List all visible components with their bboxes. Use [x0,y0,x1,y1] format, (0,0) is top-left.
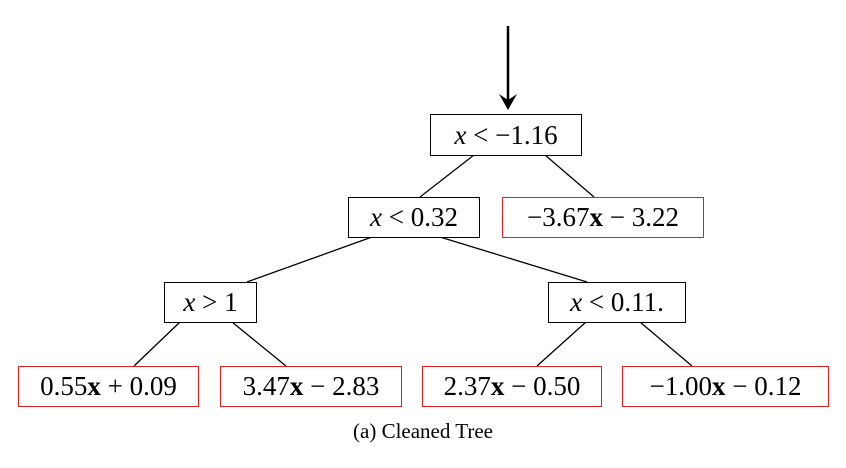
edge-n-lr-to-leaf-4 [639,321,693,367]
edge-n-left-to-n-ll [246,236,373,283]
node-label: −3.67x − 3.22 [527,204,679,231]
leaf-node-root-right: −3.67x − 3.22 [502,197,704,238]
vector-symbol: x [490,371,505,401]
label-text: −1.00 [649,371,712,401]
leaf-node-1: 0.55x + 0.09 [18,366,199,407]
node-label: 2.37x − 0.50 [444,373,581,400]
vector-symbol: x [589,202,604,232]
node-label: x < −1.16 [454,119,558,150]
label-text: > 1 [195,287,238,317]
label-text: < 0.11. [582,287,664,317]
label-text: − 0.50 [504,371,581,401]
leaf-node-3: 2.37x − 0.50 [422,366,602,407]
edge-root-to-n-left [419,154,475,198]
label-text: − 3.22 [603,202,679,232]
variable-symbol: x [454,119,467,150]
decision-node-left-left: x > 1 [164,282,257,323]
node-label: x > 1 [183,289,237,316]
edge-root-to-leaf-right [544,154,595,198]
node-label: x < 0.32 [370,204,458,231]
variable-symbol: x [570,287,583,317]
vector-symbol: x [87,371,101,401]
decision-node-left: x < 0.32 [348,197,480,238]
decision-node-root: x < −1.16 [430,114,582,156]
leaf-node-4: −1.00x − 0.12 [622,366,829,407]
variable-symbol: x [183,287,196,317]
label-text: 3.47 [242,371,290,401]
leaf-node-2: 3.47x − 2.83 [220,366,402,407]
node-label: 0.55x + 0.09 [40,373,177,400]
vector-symbol: x [712,371,726,401]
edge-n-lr-to-leaf-3 [536,321,587,367]
label-text: < 0.32 [382,202,458,232]
figure-caption: (a) Cleaned Tree [353,419,493,443]
label-text: − 0.12 [725,371,802,401]
label-text: < −1.16 [466,119,558,150]
node-label: x < 0.11. [570,289,664,316]
variable-symbol: x [370,202,382,232]
node-label: −1.00x − 0.12 [650,373,802,400]
label-text: 0.55 [40,371,88,401]
label-text: − 2.83 [303,371,380,401]
node-label: 3.47x − 2.83 [243,373,380,400]
decision-node-left-right: x < 0.11. [548,282,686,323]
entry-arrow-head [499,94,517,110]
edge-n-ll-to-leaf-1 [133,321,181,367]
label-text: 2.37 [443,371,491,401]
edge-n-left-to-n-lr [439,236,588,283]
vector-symbol: x [289,371,304,401]
label-text: + 0.09 [100,371,177,401]
edge-n-ll-to-leaf-2 [231,321,287,367]
label-text: −3.67 [527,202,590,232]
